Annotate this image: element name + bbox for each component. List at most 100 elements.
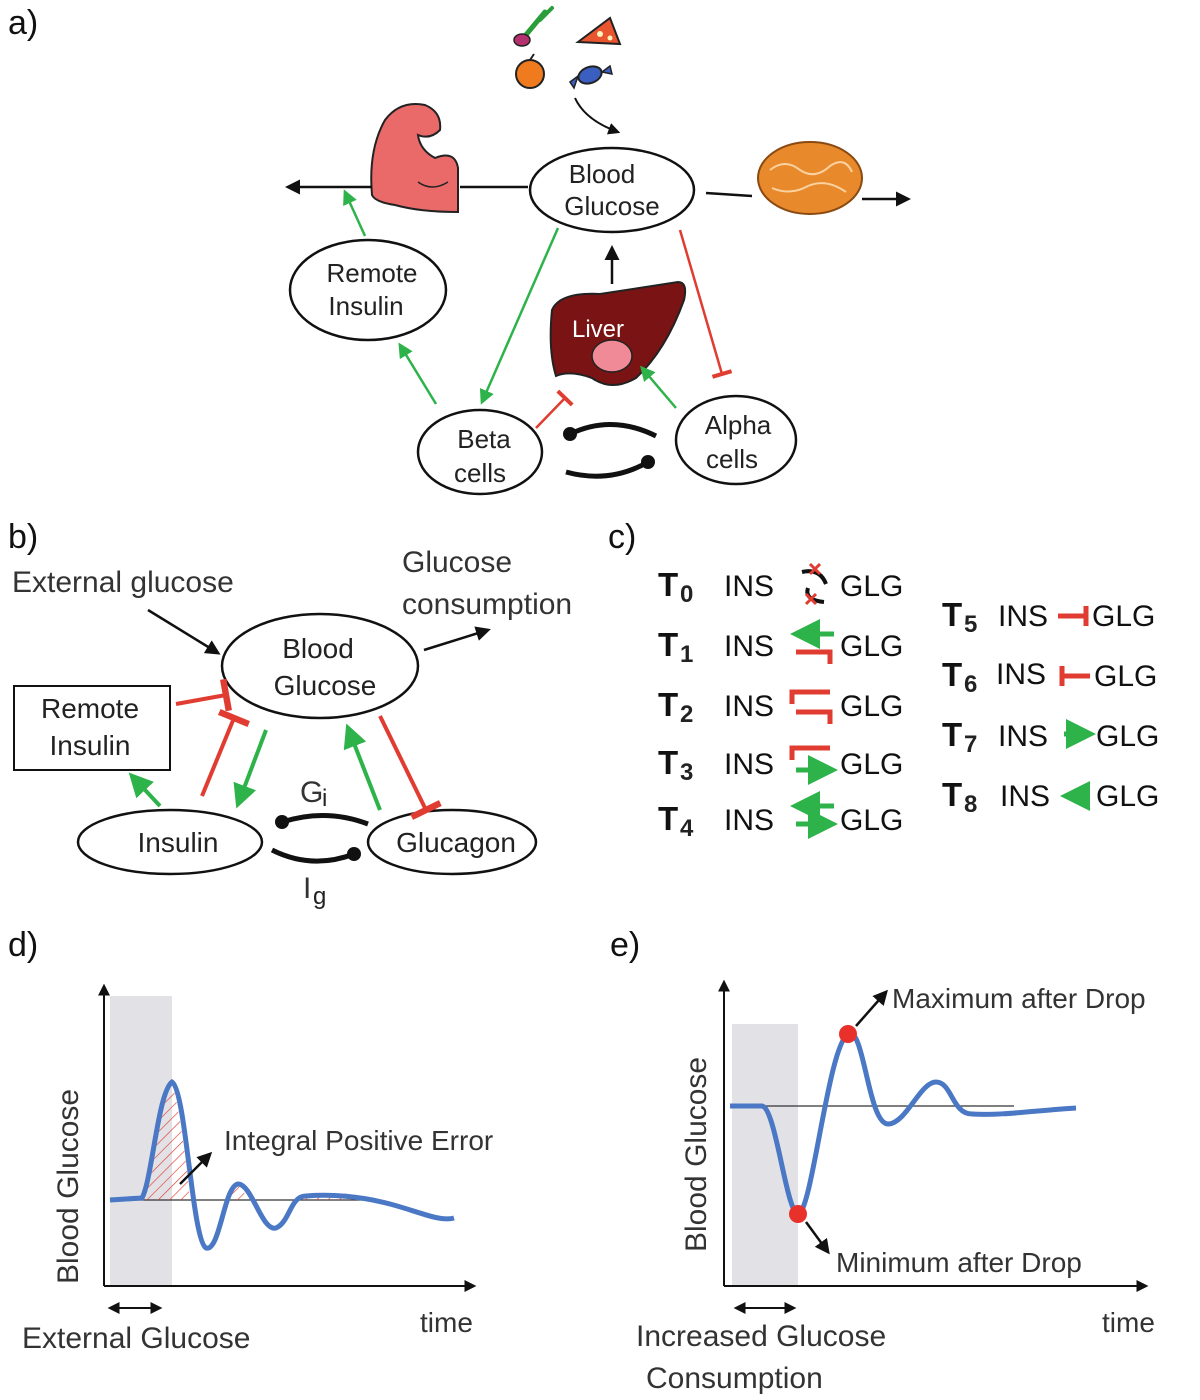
beta-cells-line1: Beta xyxy=(457,424,511,454)
t2-row: T 2 INS GLG xyxy=(658,686,903,728)
alpha-cells-node: Alpha cells xyxy=(674,394,798,486)
beta-to-remote xyxy=(398,342,438,405)
svg-text:T: T xyxy=(942,776,962,813)
d-error-hatch-1 xyxy=(145,1082,190,1200)
svg-text:INS: INS xyxy=(724,748,774,781)
svg-text:1: 1 xyxy=(680,641,693,668)
insulin-to-remote xyxy=(128,772,162,808)
remote-insulin-node: Remote Insulin xyxy=(288,238,448,342)
b-glucagon-label: Glucagon xyxy=(396,827,516,858)
liver-label: Liver xyxy=(572,316,624,343)
svg-text:i: i xyxy=(322,785,327,812)
svg-text:3: 3 xyxy=(680,759,693,786)
svg-text:T: T xyxy=(658,566,678,603)
beta-cells-node: Beta cells xyxy=(416,408,544,496)
svg-text:INS: INS xyxy=(1000,780,1050,813)
glucagon-activates-glucose xyxy=(343,723,382,811)
svg-text:INS: INS xyxy=(724,690,774,723)
brain-link xyxy=(705,191,753,198)
svg-text:2: 2 xyxy=(680,701,693,728)
glucose-inhibits-glucagon xyxy=(378,715,442,820)
blood-glucose-line1: Blood xyxy=(569,159,636,189)
svg-text:GLG: GLG xyxy=(1096,720,1159,753)
e-max-marker xyxy=(839,1025,857,1043)
d-annotation-arrow xyxy=(179,1151,213,1185)
t7-row: T 7 INS GLG xyxy=(942,716,1159,758)
food-arrow xyxy=(574,97,621,135)
b-blood-glucose-line1: Blood xyxy=(282,633,354,664)
t0-row: T 0 INS GLG xyxy=(658,562,903,608)
t3-row: T 3 INS GLG xyxy=(658,744,903,786)
svg-text:GLG: GLG xyxy=(840,748,903,781)
remote-insulin-to-muscle xyxy=(343,189,367,237)
b-remote-insulin-line1: Remote xyxy=(41,693,139,724)
svg-text:4: 4 xyxy=(680,815,694,842)
e-max-label: Maximum after Drop xyxy=(892,983,1146,1014)
ig-label: I g xyxy=(303,872,326,910)
t6-row: T 6 INS GLG xyxy=(942,656,1157,698)
svg-text:G: G xyxy=(300,776,323,809)
svg-text:GLG: GLG xyxy=(1092,600,1155,633)
e-min-arrow xyxy=(804,1221,830,1255)
glucose-inhibits-alpha xyxy=(678,229,733,379)
e-min-label: Minimum after Drop xyxy=(836,1247,1082,1278)
panel-e-label: e) xyxy=(610,926,640,964)
d-ylabel: Blood Glucose xyxy=(52,1089,85,1284)
beta-inhibits-liver xyxy=(535,389,574,429)
glucose-consumption-line1: Glucose xyxy=(402,546,512,579)
d-annotation: Integral Positive Error xyxy=(224,1125,493,1156)
svg-text:5: 5 xyxy=(964,611,977,638)
b-insulin-node: Insulin xyxy=(76,808,264,876)
panel-a-label: a) xyxy=(8,4,38,42)
panel-b-label: b) xyxy=(8,518,38,556)
glucose-activates-insulin xyxy=(233,729,268,809)
liver-icon: Liver xyxy=(549,280,687,386)
e-min-marker xyxy=(789,1205,807,1223)
glucose-consumption-line2: consumption xyxy=(402,588,572,621)
b-glucagon-node: Glucagon xyxy=(366,808,538,876)
b-remote-insulin-box: Remote Insulin xyxy=(13,685,171,771)
panel-d-label: d) xyxy=(8,926,38,964)
svg-text:T: T xyxy=(658,800,678,837)
consumption-arrow xyxy=(423,626,491,652)
d-glucose-curve xyxy=(109,1079,455,1251)
svg-text:GLG: GLG xyxy=(840,630,903,663)
external-glucose-label: External glucose xyxy=(12,566,234,599)
svg-text:GLG: GLG xyxy=(1094,660,1157,693)
pizza-icon xyxy=(575,16,622,46)
t4-row: T 4 INS GLG xyxy=(658,791,903,842)
glucose-to-beta xyxy=(479,227,560,405)
e-xlabel: time xyxy=(1102,1307,1155,1338)
vegetable-icon xyxy=(513,6,554,47)
beta-cells-line2: cells xyxy=(454,458,506,488)
remote-insulin-line1: Remote xyxy=(326,258,417,288)
e-shaded-label-line2: Consumption xyxy=(646,1362,823,1395)
svg-text:T: T xyxy=(942,596,962,633)
d-xlabel: time xyxy=(420,1307,473,1338)
svg-text:T: T xyxy=(942,656,962,693)
d-shaded-label: External Glucose xyxy=(22,1322,250,1355)
e-max-arrow xyxy=(855,989,888,1027)
b-coupling xyxy=(270,813,369,864)
remote-insulin-inhibits-glucose xyxy=(175,678,232,712)
panel-c-label: c) xyxy=(608,518,636,556)
svg-text:GLG: GLG xyxy=(840,804,903,837)
svg-text:GLG: GLG xyxy=(840,690,903,723)
remote-insulin-line2: Insulin xyxy=(328,291,403,321)
svg-text:INS: INS xyxy=(998,600,1048,633)
muscle-icon xyxy=(370,103,459,214)
insulin-inhibits-glucose xyxy=(200,708,251,797)
b-insulin-label: Insulin xyxy=(138,827,219,858)
b-blood-glucose-node: Blood Glucose xyxy=(220,612,420,720)
candy-icon xyxy=(568,64,614,90)
b-remote-insulin-line2: Insulin xyxy=(50,730,131,761)
b-blood-glucose-line2: Glucose xyxy=(274,670,377,701)
svg-text:g: g xyxy=(313,883,326,910)
e-shaded-label-line1: Increased Glucose xyxy=(636,1320,886,1353)
svg-text:INS: INS xyxy=(724,630,774,663)
svg-text:INS: INS xyxy=(724,804,774,837)
svg-text:GLG: GLG xyxy=(840,570,903,603)
svg-text:T: T xyxy=(658,744,678,781)
t8-row: T 8 INS GLG xyxy=(942,776,1159,818)
